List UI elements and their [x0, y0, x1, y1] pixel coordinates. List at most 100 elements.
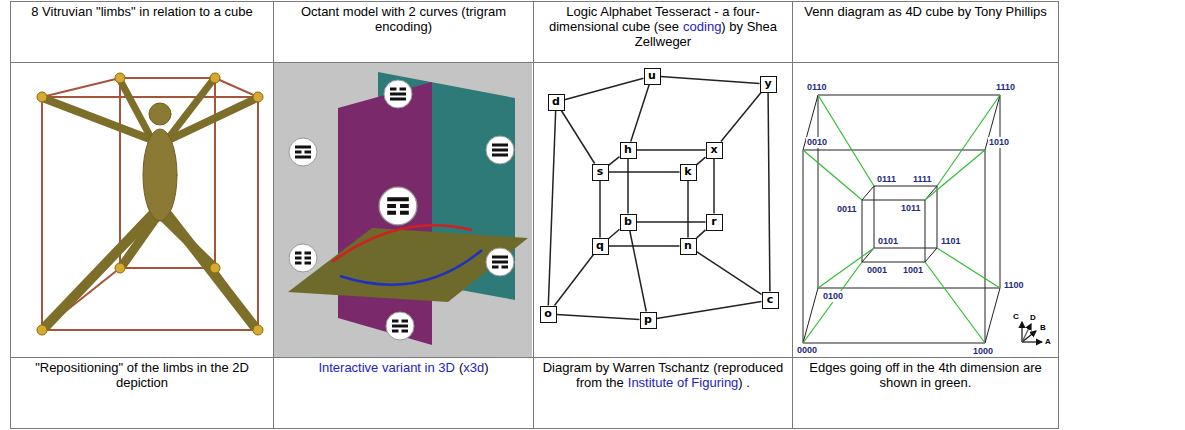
- tesseract-edge: [609, 172, 680, 173]
- caption-text: Edges going off in the 4th dimension are…: [809, 360, 1041, 390]
- logic-letter: r: [711, 216, 716, 228]
- vitruvian-figure: [45, 80, 255, 326]
- hypercube-edges: [803, 95, 1000, 343]
- vertex-code: 1001: [902, 265, 924, 276]
- image-cell: [792, 62, 1059, 358]
- edge-line: [627, 159, 629, 214]
- edge-line: [697, 252, 762, 295]
- edge-line: [661, 77, 760, 84]
- trigram-symbols: [289, 80, 514, 340]
- header-cell: Logic Alphabet Tesseract - a four-dimens…: [533, 1, 793, 63]
- caption-cell: Interactive variant in 3D (x3d): [273, 357, 534, 429]
- axis-letter: A: [1045, 337, 1051, 346]
- tesseract-edge: [721, 93, 761, 142]
- vertex-code: 1111: [912, 174, 933, 185]
- logic-letter: y: [764, 78, 771, 90]
- logic-letter: c: [767, 294, 774, 306]
- tesseract-edge: [637, 150, 706, 151]
- header-text: 8 Vitruvian "limbs" in relation to a cub…: [31, 4, 252, 19]
- tesseract-edge: [628, 159, 629, 214]
- vertex-code: 1110: [995, 82, 1016, 93]
- edge-line: [697, 230, 706, 238]
- logic-letter: u: [648, 70, 656, 82]
- edge-line: [768, 93, 770, 292]
- logic-letter: p: [644, 314, 652, 326]
- tesseract-edge: [555, 255, 594, 306]
- logic-letter-box: y: [760, 76, 777, 93]
- logic-letter-box: r: [706, 214, 723, 231]
- edge-line: [637, 221, 706, 223]
- tesseract-edge: [630, 231, 647, 312]
- tesseract-edge: [609, 157, 620, 166]
- edge-line: [631, 85, 649, 142]
- edge-line: [565, 78, 644, 99]
- tesseract-edge: [688, 181, 689, 238]
- vertex-code: 1011: [900, 203, 922, 214]
- logic-letter: x: [710, 144, 717, 156]
- axis-letter: B: [1040, 323, 1046, 332]
- logic-letter: h: [624, 144, 632, 156]
- tesseract-edge: [697, 157, 706, 165]
- tesseract-edge: [768, 93, 770, 292]
- logic-letter-box: u: [644, 68, 661, 85]
- tesseract-edge: [609, 246, 680, 247]
- vertex-code: 0101: [877, 236, 899, 247]
- tesseract-edge: [697, 252, 762, 295]
- tesseract-edge: [565, 78, 644, 99]
- vertex-code: 1000: [972, 346, 994, 357]
- tesseract-edge: [609, 229, 620, 238]
- logic-letter-box: b: [620, 214, 637, 231]
- image-cell: [10, 62, 274, 358]
- tesseract-edge: [600, 181, 601, 238]
- caption-cell: Edges going off in the 4th dimension are…: [792, 357, 1059, 429]
- logic-letter: o: [544, 308, 552, 320]
- tesseract-edge: [561, 111, 594, 164]
- tesseract-edge: [631, 85, 649, 142]
- logic-letter: q: [596, 240, 604, 252]
- tesseract-edge: [548, 111, 555, 306]
- logic-letter-box: h: [620, 142, 637, 159]
- header-cell: Octant model with 2 curves (trigram enco…: [273, 1, 534, 63]
- logic-letter: d: [552, 96, 560, 108]
- vertex-code: 0111: [876, 174, 897, 185]
- tesseract-edge: [657, 301, 762, 318]
- vertex-code: 0011: [836, 204, 858, 215]
- edge-line: [609, 245, 680, 247]
- edge-line: [609, 157, 620, 166]
- vertex-code: 0001: [866, 265, 888, 276]
- tesseract-edge: [697, 230, 706, 238]
- edge-line: [713, 159, 715, 214]
- logic-letter-box: x: [706, 142, 723, 159]
- caption-text: ): [484, 360, 488, 375]
- image-cell: [533, 62, 793, 358]
- caption-text: Interactive variant in 3D: [318, 360, 455, 375]
- header-cell: 8 Vitruvian "limbs" in relation to a cub…: [10, 1, 274, 63]
- caption-text: x3d: [463, 360, 484, 375]
- edge-line: [599, 181, 601, 238]
- caption-cell: "Repositioning" of the limbs in the 2D d…: [10, 357, 274, 429]
- edge-line: [687, 181, 689, 238]
- vertex-code: 0110: [806, 82, 828, 93]
- logic-letter: b: [624, 216, 632, 228]
- vertex-code: 1010: [988, 137, 1010, 148]
- vertex-code: 0000: [796, 345, 818, 356]
- edge-line: [630, 231, 647, 312]
- header-text: Venn diagram as 4D cube by Tony Phillips: [804, 4, 1047, 19]
- edge-line: [609, 171, 680, 173]
- vertex-code: 1101: [940, 236, 962, 247]
- caption-text: ) .: [738, 375, 750, 390]
- tesseract-edge: [661, 77, 760, 84]
- axis-letter: D: [1030, 313, 1036, 322]
- caption-text: (: [459, 360, 463, 375]
- logic-letter: s: [597, 166, 604, 178]
- logic-letter: n: [684, 240, 692, 252]
- edge-line: [555, 255, 594, 306]
- fourth-dimension-edges: [803, 95, 1000, 343]
- logic-letter: k: [684, 166, 691, 178]
- cube-corner-balls: [37, 73, 263, 335]
- logic-letter-box: d: [548, 94, 565, 111]
- header-text: coding: [683, 19, 721, 34]
- edge-line: [721, 93, 761, 142]
- octant-model: [274, 63, 532, 357]
- tesseract-edge: [557, 315, 640, 320]
